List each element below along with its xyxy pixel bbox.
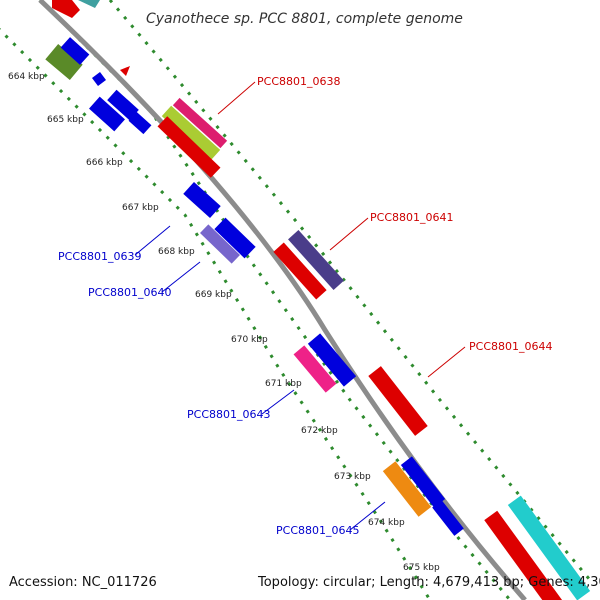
gene-feature [107,89,139,121]
label-leader-line [261,389,295,415]
gene-feature [214,217,256,259]
label-leader-line [134,225,171,256]
gene-features [45,0,591,600]
gene-feature [273,242,327,300]
gene-feature [432,500,464,536]
genome-backbone [38,0,527,600]
tick-labels: 664 kbp 665 kbp 666 kbp 667 kbp 668 kbp … [8,72,440,573]
gene-label-reverse[interactable]: PCC8801_0645 [276,524,359,537]
gene-feature [120,66,130,76]
gene-feature [382,461,432,517]
accession-text: Accession: NC_011726 [9,575,157,590]
gene-feature [78,0,100,8]
gene-feature [60,37,90,65]
gene-feature [288,230,344,290]
tick-label: 675 kbp [403,563,440,573]
tick-label: 664 kbp [8,72,45,82]
label-leader-line [161,261,201,293]
gene-feature [161,105,221,161]
forward-gene-labels: PCC8801_0638 PCC8801_0641 PCC8801_0644 [257,75,552,353]
tick-label: 672 kbp [301,426,338,436]
gene-feature [92,72,106,86]
gene-feature [183,182,221,218]
gene-feature [172,97,228,149]
gene-label-forward[interactable]: PCC8801_0638 [257,75,340,88]
tick-label: 666 kbp [86,158,123,168]
label-leader-line [349,501,386,531]
tick-label: 667 kbp [122,203,159,213]
callout-lines [134,81,466,531]
gene-label-forward[interactable]: PCC8801_0641 [370,211,453,224]
gene-feature [368,366,428,436]
gene-label-reverse[interactable]: PCC8801_0643 [187,408,270,421]
gene-feature [307,333,357,387]
gene-label-forward[interactable]: PCC8801_0644 [469,340,552,353]
gene-feature [45,44,83,80]
gene-feature [52,0,80,18]
tick-label: 665 kbp [47,115,84,125]
gene-feature [157,116,221,178]
map-footer: Accession: NC_011726 Topology: circular;… [9,575,600,590]
tick-label: 669 kbp [195,290,232,300]
tick-label: 668 kbp [158,247,195,257]
genome-stats-text: Topology: circular; Length: 4,679,413 bp… [257,575,600,590]
label-leader-line [329,217,369,251]
gene-feature [507,495,591,600]
label-leader-line [427,346,466,378]
tick-label: 674 kbp [368,518,405,528]
gene-feature [293,345,337,393]
tick-label: 671 kbp [265,379,302,389]
gene-label-reverse[interactable]: PCC8801_0639 [58,250,141,263]
gene-feature [200,224,240,264]
gene-feature [89,96,125,132]
reverse-gene-labels: PCC8801_0639 PCC8801_0640 PCC8801_0643 P… [58,250,359,537]
label-leader-line [217,81,256,115]
gene-feature [400,456,446,508]
gene-label-reverse[interactable]: PCC8801_0640 [88,286,171,299]
gene-feature [484,510,568,600]
tick-label: 670 kbp [231,335,268,345]
gene-feature [128,111,152,135]
map-title: Cyanothece sp. PCC 8801, complete genome [146,11,463,27]
tick-label: 673 kbp [334,472,371,482]
